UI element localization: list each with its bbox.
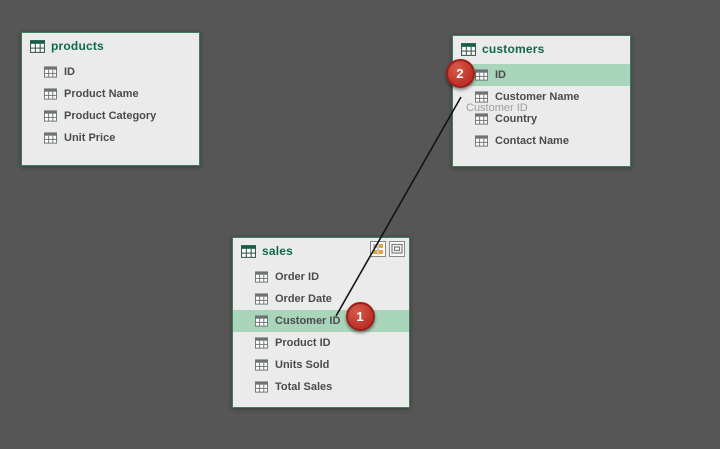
field-list: Order ID Order Date Customer ID Product … (233, 264, 409, 398)
table-header-buttons (370, 241, 405, 257)
field-row-customers-contact-name[interactable]: Contact Name (453, 130, 630, 152)
field-label: Customer Name (495, 91, 580, 103)
field-icon (475, 113, 488, 125)
field-label: Product Name (64, 88, 139, 100)
field-label: ID (495, 69, 506, 81)
field-icon (475, 91, 488, 103)
field-row-products-product-name[interactable]: Product Name (22, 83, 199, 105)
field-icon (44, 132, 57, 144)
field-icon (475, 135, 488, 147)
field-list: ID Customer Name Country Contact Name (453, 62, 630, 152)
field-row-sales-units-sold[interactable]: Units Sold (233, 354, 409, 376)
field-label: Customer ID (275, 315, 341, 327)
field-row-sales-order-date[interactable]: Order Date (233, 288, 409, 310)
field-label: Order Date (275, 293, 332, 305)
table-card-sales[interactable]: sales Order ID Order Date Customer ID Pr… (232, 237, 410, 408)
table-icon (30, 39, 45, 53)
field-label: Unit Price (64, 132, 116, 144)
field-icon (255, 337, 268, 349)
table-icon (461, 42, 476, 56)
expand-window-icon (391, 243, 403, 255)
table-title: sales (262, 244, 294, 258)
field-icon (255, 381, 268, 393)
related-fields-icon (372, 243, 384, 255)
step-badge-1: 1 (345, 301, 375, 331)
field-row-products-id[interactable]: ID (22, 61, 199, 83)
table-header-sales[interactable]: sales (233, 238, 409, 264)
field-row-sales-product-id[interactable]: Product ID (233, 332, 409, 354)
field-row-sales-customer-id[interactable]: Customer ID (233, 310, 409, 332)
field-row-sales-total-sales[interactable]: Total Sales (233, 376, 409, 398)
table-title: customers (482, 42, 545, 56)
table-card-customers[interactable]: customers ID Customer Name Country Conta… (452, 35, 631, 167)
table-header-products[interactable]: products (22, 33, 199, 59)
field-list: ID Product Name Product Category Unit Pr… (22, 59, 199, 149)
field-row-products-product-category[interactable]: Product Category (22, 105, 199, 127)
table-title: products (51, 39, 104, 53)
badge-number: 1 (356, 308, 364, 324)
field-row-sales-order-id[interactable]: Order ID (233, 266, 409, 288)
field-label: Order ID (275, 271, 320, 283)
field-label: Total Sales (275, 381, 333, 393)
field-row-customers-customer-name[interactable]: Customer Name (453, 86, 630, 108)
table-icon (241, 244, 256, 258)
field-label: Product Category (64, 110, 157, 122)
badge-number: 2 (456, 65, 464, 81)
field-icon (255, 359, 268, 371)
related-fields-button[interactable] (370, 241, 386, 257)
field-icon (44, 66, 57, 78)
field-icon (44, 110, 57, 122)
field-label: Product ID (275, 337, 331, 349)
field-label: Contact Name (495, 135, 569, 147)
field-row-customers-country[interactable]: Country (453, 108, 630, 130)
field-row-products-unit-price[interactable]: Unit Price (22, 127, 199, 149)
field-row-customers-id[interactable]: ID (453, 64, 630, 86)
table-header-customers[interactable]: customers (453, 36, 630, 62)
expand-table-button[interactable] (389, 241, 405, 257)
field-label: Country (495, 113, 538, 125)
field-icon (475, 69, 488, 81)
field-icon (255, 271, 268, 283)
field-icon (44, 88, 57, 100)
field-icon (255, 315, 268, 327)
field-label: ID (64, 66, 75, 78)
field-icon (255, 293, 268, 305)
step-badge-2: 2 (445, 58, 475, 88)
field-label: Units Sold (275, 359, 330, 371)
table-card-products[interactable]: products ID Product Name Product Categor… (21, 32, 200, 166)
